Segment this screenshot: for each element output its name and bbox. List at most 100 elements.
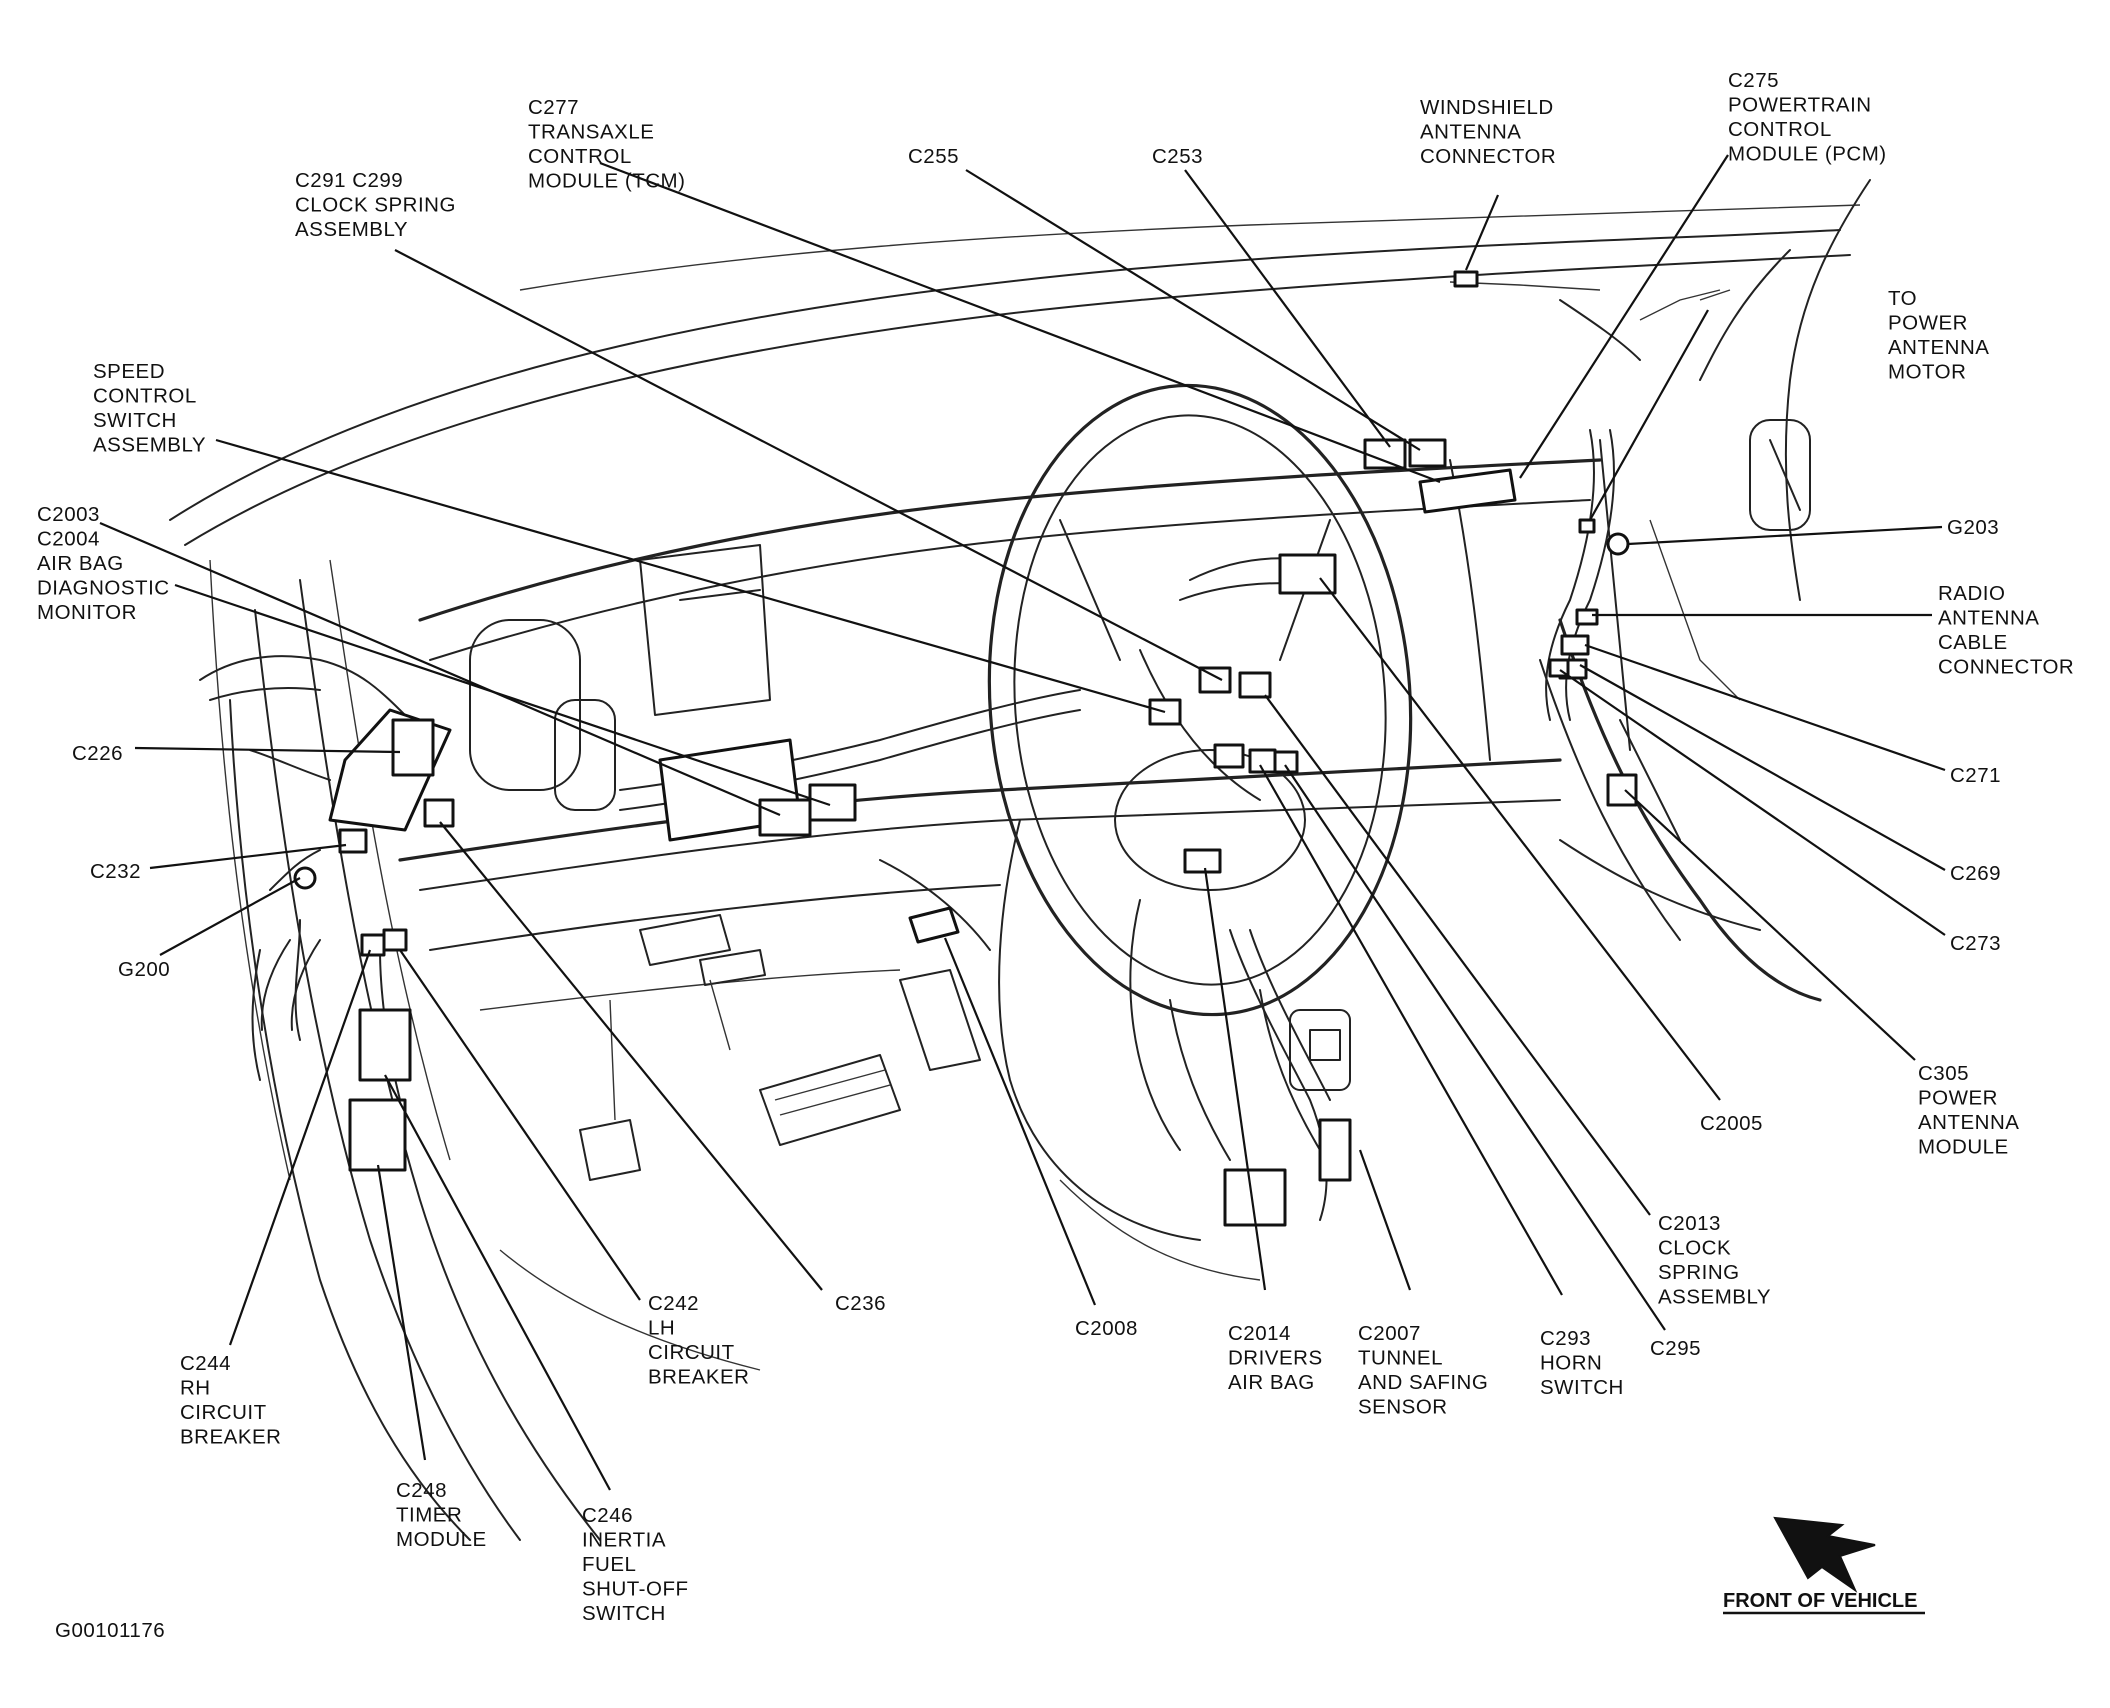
callout-c293-line: SWITCH: [1540, 1376, 1624, 1399]
leader-c232: [149, 843, 347, 870]
callout-c2008: C2008: [1075, 1317, 1137, 1340]
connector-components: [293, 270, 1638, 1227]
callout-c236: C236: [835, 1292, 886, 1315]
callout-radio-line: CONNECTOR: [1938, 656, 2074, 679]
callout-c2003-line: AIR BAG: [37, 552, 124, 575]
leader-c236: [439, 821, 823, 1291]
callout-speed-line: SWITCH: [93, 409, 177, 432]
c2004-connector: [808, 783, 857, 822]
c255-connector: [1408, 438, 1447, 468]
callout-c226-line: C226: [72, 742, 123, 765]
callout-c273-line: C273: [1950, 932, 2001, 955]
callout-c246-line: C246: [582, 1504, 633, 1527]
callout-c275-line: POWERTRAIN: [1728, 94, 1872, 117]
c2003-connector: [758, 798, 812, 837]
leader-c293: [1259, 764, 1563, 1296]
leader-c2005: [1319, 577, 1721, 1101]
callout-c248-line: TIMER: [396, 1504, 462, 1527]
callout-c246-line: INERTIA: [582, 1529, 666, 1552]
callout-speed-line: SPEED: [93, 360, 165, 383]
callout-c2013-line: C2013: [1658, 1212, 1721, 1235]
callout-c244-line: RH: [180, 1377, 211, 1400]
windshield-antenna-connector: [1453, 270, 1479, 288]
callout-c242-line: C242: [648, 1292, 699, 1315]
leader-c226: [134, 746, 401, 754]
callout-g200-line: G200: [118, 958, 170, 981]
c295-connector: [1273, 750, 1299, 774]
callout-c253: C253: [1152, 145, 1203, 168]
callout-c305-line: POWER: [1918, 1087, 1998, 1110]
tcm-module: [1418, 468, 1517, 514]
callout-c2007-line: AND SAFING: [1358, 1371, 1488, 1394]
front-of-vehicle-label: FRONT OF VEHICLE: [1723, 1590, 1917, 1612]
callout-c2014-line: C2014: [1228, 1322, 1291, 1345]
callout-c277-line: TRANSAXLE: [528, 121, 654, 144]
g200-ground: [293, 866, 317, 890]
c236-connector: [423, 798, 455, 828]
callout-c2014-line: DRIVERS: [1228, 1347, 1323, 1370]
callout-c295: C295: [1650, 1337, 1701, 1360]
leader-c305: [1624, 789, 1916, 1061]
leader-c246: [384, 1074, 611, 1491]
c244-connector: [360, 933, 386, 957]
callout-c275-line: MODULE (PCM): [1728, 143, 1887, 166]
leader-c271: [1584, 643, 1946, 772]
callout-windshield-line: ANTENNA: [1420, 121, 1521, 144]
leader-g200: [159, 877, 301, 956]
callout-c242-line: BREAKER: [648, 1366, 749, 1389]
c305-power-antenna-module: [1606, 773, 1638, 807]
callout-c2007-line: C2007: [1358, 1322, 1421, 1345]
g203-ground: [1606, 532, 1630, 556]
callout-c305-line: MODULE: [1918, 1136, 2009, 1159]
callout-c244-line: BREAKER: [180, 1426, 281, 1449]
callout-c275-line: C275: [1728, 69, 1779, 92]
callout-c305-line: ANTENNA: [1918, 1111, 2019, 1134]
callout-c255-line: C255: [908, 145, 959, 168]
leader-c248: [376, 1164, 427, 1461]
callout-c291-line: C291 C299: [295, 169, 403, 192]
leader-c275: [1519, 154, 1729, 479]
callout-c246-line: FUEL: [582, 1553, 636, 1576]
leader-g203: [1627, 525, 1943, 546]
callout-c253-line: C253: [1152, 145, 1203, 168]
front-of-vehicle-indicator: FRONT OF VEHICLE: [1723, 1516, 1925, 1615]
c248-timer-module: [348, 1098, 407, 1172]
callout-c2007-line: SENSOR: [1358, 1396, 1448, 1419]
c271-connector: [1560, 634, 1590, 656]
callout-c246-line: SWITCH: [582, 1602, 666, 1625]
callout-speed-line: CONTROL: [93, 385, 197, 408]
callout-c305-line: C305: [1918, 1062, 1969, 1085]
leader-c2014: [1203, 867, 1267, 1291]
leader-c242: [399, 949, 641, 1301]
callout-c295-line: C295: [1650, 1337, 1701, 1360]
callout-to-power-line: POWER: [1888, 312, 1968, 335]
figure-id: G00101176: [55, 1619, 165, 1642]
leader-c2004: [174, 583, 831, 807]
callout-c291-line: CLOCK SPRING: [295, 194, 456, 217]
callout-to-power-line: MOTOR: [1888, 361, 1966, 384]
c299-connector: [1238, 671, 1272, 699]
callout-c242-line: LH: [648, 1317, 675, 1340]
c246-switch: [358, 1008, 412, 1082]
callout-c2003-line: MONITOR: [37, 601, 137, 624]
leader-windshield: [1464, 194, 1500, 271]
callout-c293-line: HORN: [1540, 1352, 1602, 1375]
callout-c2013-line: ASSEMBLY: [1658, 1286, 1771, 1309]
leader-to-power: [1589, 309, 1709, 521]
callout-c271-line: C271: [1950, 764, 2001, 787]
callout-c269-line: C269: [1950, 862, 2001, 885]
leader-c253: [1184, 169, 1391, 448]
leader-c2013: [1264, 694, 1651, 1216]
callout-c255: C255: [908, 145, 959, 168]
c2008-connector: [908, 906, 960, 944]
c232-connector: [338, 828, 368, 854]
